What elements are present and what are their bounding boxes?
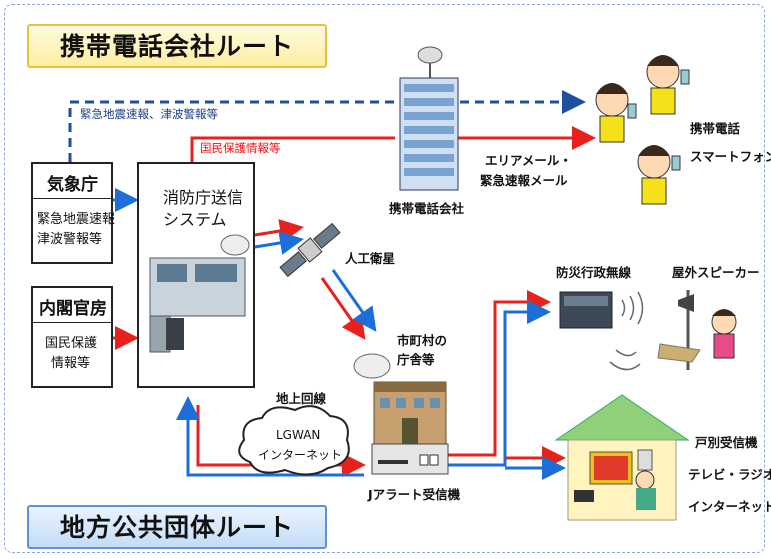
arrow-jalert-radio-red bbox=[445, 290, 551, 457]
label-municipal-2: 庁舎等 bbox=[397, 352, 435, 367]
jma-box: 気象庁 緊急地震速報 津波警報等 bbox=[31, 162, 116, 264]
label-lgwan-1: LGWAN bbox=[276, 428, 321, 442]
people-with-phones-icon bbox=[595, 55, 690, 205]
label-ground-line: 地上回線 bbox=[276, 391, 327, 406]
jalert-receiver-icon bbox=[371, 443, 449, 475]
arrow-fdma-sat-red bbox=[254, 219, 304, 243]
dashed-route-jma bbox=[68, 90, 586, 162]
municipal-building-icon bbox=[353, 353, 447, 445]
label-outdoor-speaker: 屋外スピーカー bbox=[672, 265, 760, 280]
cabinet-info-1: 国民保護 bbox=[45, 336, 98, 351]
label-home-receiver: 戸別受信機 bbox=[695, 435, 758, 450]
label-area-mail-2: 緊急速報メール bbox=[480, 173, 568, 188]
label-civil-to-mobile: 国民保護情報等 bbox=[200, 141, 281, 155]
jma-info-1: 緊急地震速報 bbox=[37, 212, 116, 227]
diagram-frame bbox=[4, 4, 765, 553]
fdma-name-2: システム bbox=[163, 210, 227, 229]
cabinet-box: 内閣官房 国民保護 情報等 bbox=[31, 286, 113, 388]
lgwan-cloud bbox=[238, 405, 350, 476]
label-mobile-phone: 携帯電話 bbox=[690, 121, 741, 136]
arrow-jalert-radio-blue bbox=[445, 300, 551, 467]
cabinet-name: 内閣官房 bbox=[39, 299, 107, 319]
label-satellite: 人工衛星 bbox=[345, 251, 396, 266]
label-smartphone: スマートフォン bbox=[690, 149, 771, 164]
outdoor-speaker-icon bbox=[657, 290, 737, 370]
disaster-radio-icon bbox=[559, 291, 644, 371]
red-route-civil bbox=[190, 136, 395, 162]
label-internet: インターネット bbox=[688, 499, 771, 514]
jma-info-2: 津波警報等 bbox=[37, 232, 103, 247]
label-lgwan-2: インターネット bbox=[258, 448, 343, 462]
arrow-sat-muni-red bbox=[320, 277, 366, 340]
fdma-console-icon bbox=[149, 234, 250, 353]
label-jma-to-mobile: 緊急地震速報、津波警報等 bbox=[80, 107, 218, 121]
satellite-icon bbox=[279, 222, 341, 278]
label-tv-radio: テレビ・ラジオ bbox=[688, 467, 771, 482]
label-area-mail-1: エリアメール・ bbox=[485, 153, 572, 168]
route-banner-local: 地方公共団体ルート bbox=[27, 505, 327, 549]
jma-name: 気象庁 bbox=[47, 175, 98, 195]
cabinet-info-2: 情報等 bbox=[51, 356, 91, 371]
label-disaster-radio: 防災行政無線 bbox=[556, 265, 632, 280]
fdma-system-box: 消防庁送信 システム bbox=[137, 162, 255, 388]
arrow-fdma-sat-blue bbox=[254, 231, 304, 255]
carrier-building-icon bbox=[399, 46, 459, 191]
label-municipal-1: 市町村の bbox=[397, 333, 448, 348]
label-carrier: 携帯電話会社 bbox=[389, 201, 465, 216]
route-banner-mobile: 携帯電話会社ルート bbox=[27, 24, 327, 68]
arrow-sat-muni-blue bbox=[331, 269, 377, 332]
fdma-name-1: 消防庁送信 bbox=[163, 188, 244, 207]
house-icon bbox=[554, 394, 690, 521]
label-jalert: Jアラート受信機 bbox=[368, 487, 461, 502]
